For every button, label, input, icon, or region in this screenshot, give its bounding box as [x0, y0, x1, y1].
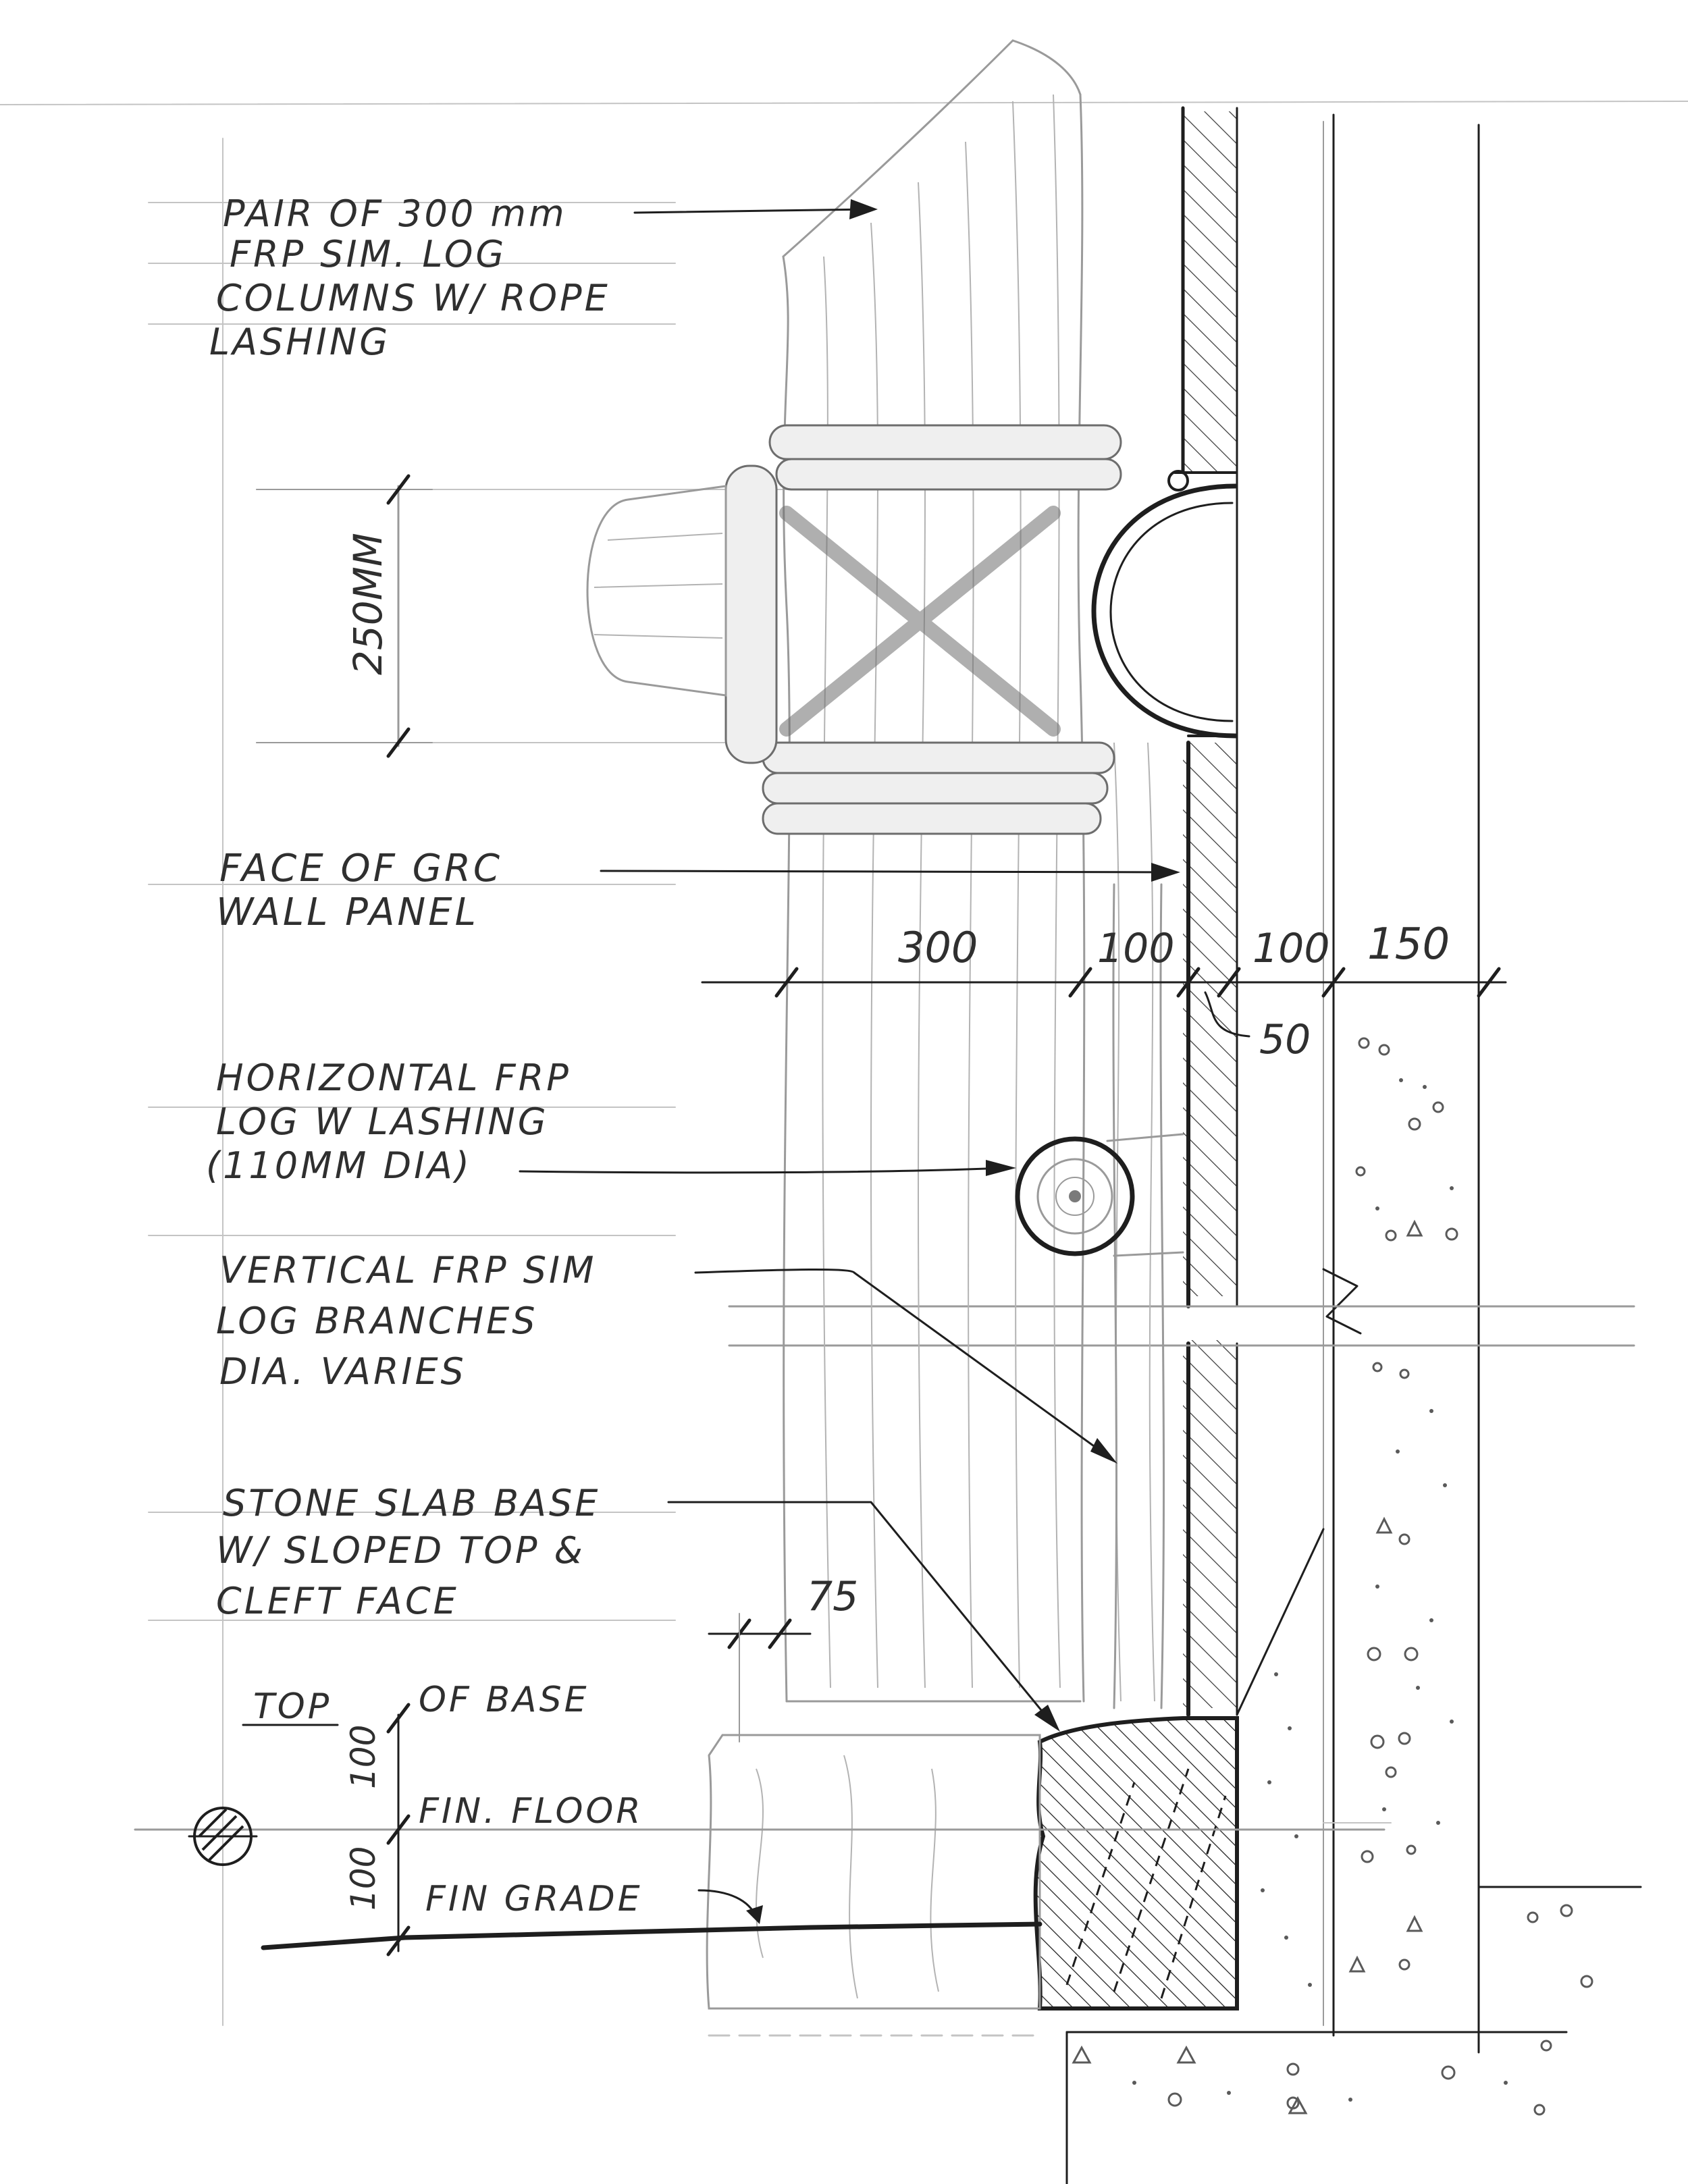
level-fin-floor-label: FIN. FLOOR [419, 1791, 643, 1832]
note-hlog-line1: HORIZONTAL FRP [216, 1057, 571, 1099]
note-vbranch-line1: VERTICAL FRP SIM [219, 1249, 597, 1291]
note-stone-line1: STONE SLAB BASE [223, 1482, 600, 1524]
note-horizontal-log: HORIZONTAL FRP LOG W LASHING (110MM DIA) [206, 1057, 571, 1187]
note-hlog-line3: (110MM DIA) [206, 1144, 472, 1187]
level-of-base-label: OF BASE [419, 1680, 589, 1720]
note-hlog-line2: LOG W LASHING [216, 1100, 549, 1143]
level-lines [134, 1807, 1386, 2037]
note-stone-line2: W/ SLOPED TOP & [216, 1529, 585, 1572]
rope-lashing [586, 424, 1122, 835]
wall-structure [728, 106, 1642, 2184]
dim-100-b: 100 [1252, 925, 1330, 972]
note-columns: PAIR OF 300 mm FRP SIM. LOG COLUMNS W/ R… [209, 192, 610, 363]
dim-250mm: 250MM [345, 533, 391, 675]
note-vbranch-line3: DIA. VARIES [219, 1350, 467, 1393]
dim-100-a: 100 [1097, 925, 1175, 972]
note-grc-line1: FACE OF GRC [219, 847, 502, 890]
note-stone-line3: CLEFT FACE [216, 1580, 459, 1622]
note-columns-line2: FRP SIM. LOG [230, 233, 506, 275]
level-top-label: TOP [253, 1686, 332, 1727]
dimension-values: 250MM 300 100 100 150 50 75 100 100 [344, 533, 1450, 1911]
level-fin-grade-label: FIN GRADE [425, 1879, 643, 1919]
note-columns-line3: COLUMNS W/ ROPE [216, 277, 610, 319]
note-vertical-branches: VERTICAL FRP SIM LOG BRANCHES DIA. VARIE… [216, 1249, 597, 1393]
dim-150: 150 [1367, 920, 1450, 969]
dim-floor-to-grade: 100 [344, 1846, 383, 1911]
note-stone-base: STONE SLAB BASE W/ SLOPED TOP & CLEFT FA… [216, 1482, 600, 1622]
dim-300: 300 [898, 923, 978, 972]
dim-50: 50 [1259, 1016, 1311, 1063]
leader-lines [519, 199, 1180, 1924]
stone-slab-base [706, 1716, 1239, 2010]
dim-base-height: 100 [344, 1725, 383, 1789]
note-grc-line2: WALL PANEL [216, 890, 479, 934]
note-columns-line4: LASHING [209, 321, 390, 363]
note-grc-panel: FACE OF GRC WALL PANEL [216, 847, 502, 934]
note-columns-line1: PAIR OF 300 mm [223, 192, 567, 235]
note-vbranch-line2: LOG BRANCHES [216, 1300, 538, 1342]
dimension-lines [256, 474, 1507, 1956]
horizontal-log-110 [1015, 1133, 1184, 1257]
level-labels: TOP OF BASE FIN. FLOOR FIN GRADE [242, 1680, 643, 1919]
dim-75: 75 [807, 1573, 858, 1620]
